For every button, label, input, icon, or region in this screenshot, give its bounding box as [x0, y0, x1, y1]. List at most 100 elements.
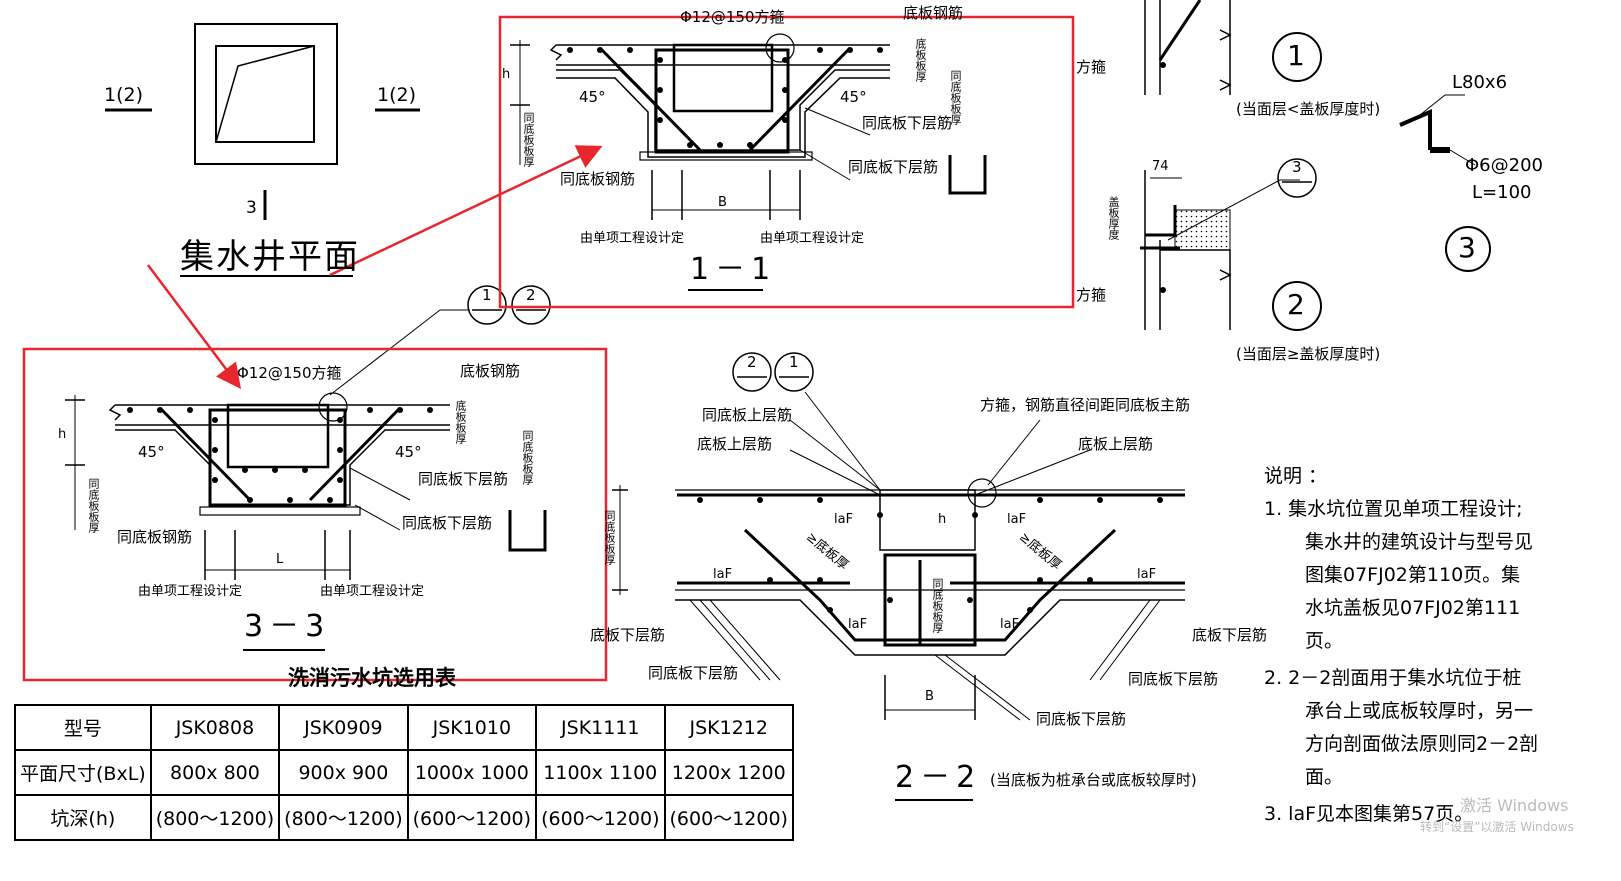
- s33-by-project-left: 由单项工程设计定: [138, 584, 243, 599]
- section-1-1: [510, 33, 987, 291]
- table-cell: 800x 800: [149, 749, 281, 796]
- s33-slab-thickness: 底板板厚: [454, 400, 467, 444]
- s11-title: 1－1: [690, 252, 777, 287]
- s22-same-bottom-right: 同底板下层筋: [1128, 670, 1219, 688]
- table-cell: (600～1200): [535, 794, 666, 841]
- table-cell: (600～1200): [663, 794, 794, 841]
- s33-same-rebar: 同底板钢筋: [117, 528, 193, 546]
- detail-bubble-3b: 3: [1458, 231, 1476, 264]
- section-2-2-dots: [697, 497, 1163, 613]
- s22-same-slab-thickness-mid: 同底板板厚: [931, 578, 944, 633]
- detail-angle: L80x6: [1452, 72, 1508, 93]
- table-cell: JSK1212: [663, 704, 794, 751]
- detail-bubble-3: 3: [1292, 158, 1302, 176]
- s11-by-project-right: 由单项工程设计定: [760, 231, 865, 246]
- detail-bubble-1: 1: [1287, 39, 1305, 72]
- s11-same-bottom-1: 同底板下层筋: [862, 114, 953, 132]
- detail-caption-2: (当面层≥盖板厚度时): [1236, 345, 1381, 363]
- note-1e: 页。: [1305, 630, 1344, 652]
- section-2-2: [612, 391, 1185, 801]
- plan-section-left: 1(2): [104, 84, 144, 106]
- s11-same-bottom-2: 同底板下层筋: [848, 158, 939, 176]
- s11-base-rebar-label: 底板钢筋: [903, 4, 964, 22]
- s22-laf-right: laF: [1137, 567, 1157, 582]
- s33-stirrup-label: Φ12@150方箍: [237, 364, 342, 382]
- plan-section-right: 1(2): [377, 84, 417, 106]
- detail-rebar: Φ6@200: [1465, 155, 1543, 176]
- table-row: 平面尺寸(BxL) 800x 800 900x 900 1000x 1000 1…: [14, 749, 794, 796]
- s22-laf-low-left: laF: [848, 617, 868, 632]
- section-1-1-dots: [567, 47, 883, 148]
- s33-angle-left: 45°: [138, 443, 165, 461]
- s33-h-label: h: [58, 427, 67, 442]
- section-3-3-dots: [127, 407, 433, 503]
- table-title: 洗消污水坑选用表: [288, 666, 456, 690]
- activation-watermark: 激活 Windows: [1460, 796, 1569, 815]
- detail-bubble-2: 2: [1287, 288, 1305, 321]
- bubble-1-top: 1: [482, 286, 492, 304]
- detail-stirrup-bottom: 方箍: [1076, 286, 1107, 304]
- table-cell: (800～1200): [278, 794, 409, 841]
- table-cell: JSK1010: [406, 704, 538, 751]
- s33-angle-right: 45°: [395, 443, 422, 461]
- note-1: 1. 集水坑位置见单项工程设计;: [1264, 498, 1523, 520]
- note-3: 3. laF见本图集第57页。: [1264, 803, 1474, 825]
- s11-same-rebar: 同底板钢筋: [560, 170, 636, 188]
- bubbles: [467, 285, 814, 392]
- highlights: [22, 15, 1075, 682]
- table-cell: (600～1200): [406, 794, 538, 841]
- s22-bottom-layer-right: 底板下层筋: [1192, 626, 1268, 644]
- s11-same-slab-thickness: 同底板板厚: [522, 112, 535, 167]
- note-1b: 集水井的建筑设计与型号见: [1305, 531, 1534, 553]
- s22-top-layer-left: 底板上层筋: [697, 435, 773, 453]
- detail-length: L=100: [1472, 182, 1532, 203]
- s22-stirrup-note: 方箍，钢筋直径间距同底板主筋: [980, 396, 1191, 414]
- s33-same-bottom-2: 同底板下层筋: [402, 514, 493, 532]
- table-cell: JSK0909: [278, 704, 409, 751]
- plan-view: [105, 23, 420, 277]
- s11-slab-thickness: 底板板厚: [914, 38, 927, 82]
- s11-b-label: B: [718, 195, 727, 210]
- detail-dim-74: 74: [1152, 159, 1169, 174]
- plan-title: 集水井平面: [180, 237, 360, 277]
- s11-slab-thickness-2: 同底板板厚: [949, 70, 962, 125]
- s22-laf-low-right: laF: [1000, 617, 1020, 632]
- table-cell: JSK1111: [535, 704, 666, 751]
- s33-title: 3－3: [244, 609, 331, 644]
- detail-dots: [1160, 62, 1166, 293]
- table-cell: JSK0808: [149, 704, 281, 751]
- detail-drawings: [1140, 0, 1491, 331]
- s33-same-slab-thickness-right: 同底板板厚: [521, 430, 534, 485]
- note-1c: 图集07FJ02第110页。集: [1305, 564, 1521, 586]
- s22-same-bottom-left: 同底板下层筋: [648, 664, 739, 682]
- selection-table: 型号 JSK0808 JSK0909 JSK1010 JSK1111 JSK12…: [14, 704, 794, 841]
- s22-same-top-layer: 同底板上层筋: [702, 406, 793, 424]
- s22-laf-left: laF: [713, 567, 733, 582]
- table-cell: (800～1200): [149, 794, 281, 841]
- table-cell: 900x 900: [278, 749, 409, 796]
- activation-watermark-hint: 转到“设置”以激活 Windows: [1420, 820, 1574, 834]
- section-3-3: [65, 309, 547, 651]
- s11-angle-left: 45°: [579, 88, 606, 106]
- note-2c: 方向剖面做法原则同2－2剖: [1305, 733, 1539, 755]
- s22-bottom-layer-left: 底板下层筋: [590, 626, 666, 644]
- s11-h-label: h: [502, 67, 511, 82]
- bubble-1-mid: 1: [789, 353, 799, 371]
- notes-heading: 说明 ：: [1264, 465, 1328, 487]
- s22-b-label: B: [925, 689, 934, 704]
- bubble-2-mid: 2: [747, 353, 757, 371]
- detail-cover-thickness: 盖板厚度: [1107, 196, 1120, 240]
- table-cell: 坑深(h): [14, 794, 152, 841]
- s22-laf-top-left: laF: [834, 512, 854, 527]
- note-2b: 承台上或底板较厚时，另一: [1305, 700, 1534, 722]
- table-cell: 1200x 1200: [663, 749, 794, 796]
- table-cell: 1100x 1100: [535, 749, 666, 796]
- s22-top-layer-right: 底板上层筋: [1078, 435, 1154, 453]
- note-1d: 水坑盖板见07FJ02第111: [1305, 597, 1521, 619]
- detail-stirrup-top: 方箍: [1076, 58, 1107, 76]
- table-cell: 平面尺寸(BxL): [14, 749, 152, 796]
- s11-by-project-left: 由单项工程设计定: [580, 231, 685, 246]
- s33-same-bottom-1: 同底板下层筋: [418, 470, 509, 488]
- s22-h-label: h: [938, 512, 947, 527]
- table-row: 坑深(h) (800～1200) (800～1200) (600～1200) (…: [14, 794, 794, 841]
